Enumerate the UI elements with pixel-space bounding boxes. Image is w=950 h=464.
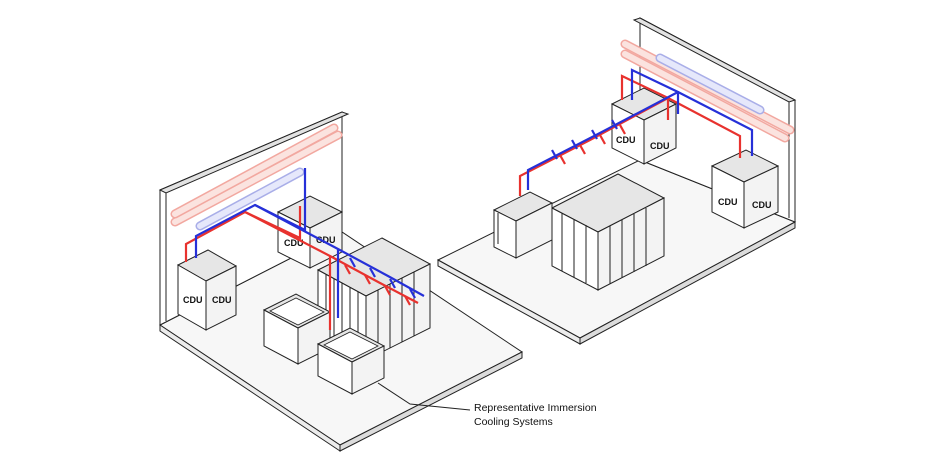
callout-line-2: Cooling Systems: [474, 416, 553, 428]
left-immersion-tank-2: [316, 327, 386, 395]
cdu-label: CDU: [650, 141, 670, 151]
right-cdu-2: CDU CDU: [710, 149, 780, 229]
callout-leader-line: [377, 382, 471, 411]
cdu-label: CDU: [284, 238, 304, 248]
cdu-label: CDU: [316, 235, 336, 245]
callout: Representative Immersion Cooling Systems: [377, 382, 597, 428]
left-cdu-2: CDU CDU: [276, 195, 344, 269]
right-rack-row: [550, 173, 666, 291]
cdu-label: CDU: [183, 295, 203, 305]
left-cdu-1: CDU CDU: [176, 249, 238, 331]
cdu-label: CDU: [212, 295, 232, 305]
cdu-label: CDU: [616, 135, 636, 145]
left-header-pipes: [170, 123, 343, 231]
right-cabinet: [492, 191, 554, 259]
right-room: CDU CDU CDU CDU: [436, 17, 797, 345]
left-room: CDU CDU CDU CDU: [158, 111, 523, 452]
left-return-pipes: [194, 168, 425, 318]
callout-line-1: Representative Immersion: [474, 402, 597, 414]
right-supply-pipes: [518, 74, 742, 196]
right-return-pipes: [526, 68, 754, 190]
cdu-label: CDU: [752, 200, 772, 210]
cdu-label: CDU: [718, 197, 738, 207]
right-header-pipes: [620, 39, 795, 143]
